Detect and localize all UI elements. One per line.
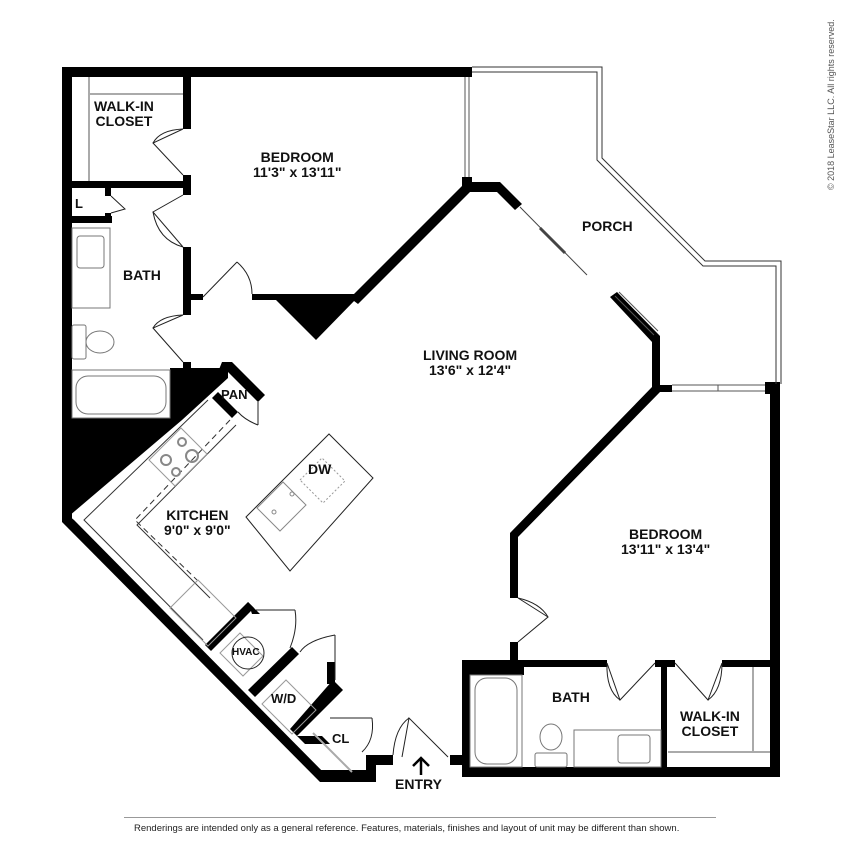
refrigerator: [169, 579, 237, 647]
wall-bed1-wedge: [274, 298, 357, 340]
wall-porch-stub: [462, 182, 522, 210]
washer-dryer-label: W/D: [271, 691, 297, 706]
wall-wd-east-post: [327, 662, 335, 684]
wall-block-left: [62, 368, 228, 522]
stove: [148, 427, 208, 487]
room-dimensions: 13'6" x 12'4": [428, 362, 512, 379]
wall-wd-east: [290, 680, 343, 736]
wall-diagonal-sw: [62, 510, 333, 782]
room-dimensions: 9'0" x 9'0": [164, 522, 231, 539]
room-name: BEDROOM: [260, 149, 334, 165]
wall-pantry: [218, 362, 265, 402]
room-linen: L: [75, 196, 83, 211]
windows: [464, 77, 765, 392]
wall-walkin2-top: [722, 660, 772, 667]
room-living: LIVING ROOM 13'6" x 12'4": [423, 347, 518, 379]
wall-linen-east-b: [105, 213, 111, 223]
bath2-toilet-tank: [534, 752, 568, 768]
entry-arrow-icon: [412, 756, 430, 775]
kitchen-counter-outer: [83, 399, 209, 641]
wall-entry-right-stub: [450, 755, 465, 765]
wall-bed1-west-low: [183, 247, 191, 315]
room-bedroom-2: BEDROOM 13'11" x 13'4": [621, 526, 711, 558]
room-name: KITCHEN: [166, 507, 229, 523]
room-name: BEDROOM: [629, 526, 703, 542]
wall-hvac-wd-divider: [248, 647, 299, 697]
walls: [62, 67, 780, 782]
wall-bath2-walkin-divider: [661, 660, 667, 770]
bath1-tub: [71, 369, 171, 419]
wall-bath2-corner-block: [462, 660, 524, 675]
room-name: LIVING ROOM: [423, 347, 518, 363]
kitchen-sink: [256, 481, 307, 532]
wall-bed2-diagonal: [510, 387, 660, 598]
copyright: © 2018 LeaseStar LLC. All rights reserve…: [826, 10, 838, 190]
wall-living-east-stub: [610, 292, 672, 392]
hvac-label: HVAC: [232, 647, 260, 658]
wall-bath1-west-low: [183, 362, 191, 372]
room-bedroom-1: BEDROOM 11'3" x 13'11": [253, 149, 342, 181]
bath2-sink: [617, 734, 651, 764]
room-kitchen: KITCHEN 9'0" x 9'0": [164, 507, 231, 539]
wall-linen-bottom: [72, 216, 112, 223]
wall-bed2-east: [770, 383, 780, 776]
washer-dryer: [261, 679, 317, 735]
closet-label: CL: [332, 731, 350, 746]
wall-bed2-west-low: [510, 642, 518, 666]
wall-bath2-top-a: [462, 660, 607, 667]
doors: [110, 128, 723, 758]
dishwasher-outline: [299, 457, 346, 504]
room-name: PORCH: [582, 218, 633, 234]
wall-left: [62, 67, 72, 522]
room-bath-1: BATH: [123, 267, 161, 283]
wall-pantry-front: [212, 392, 238, 418]
room-name: BATH: [123, 267, 161, 283]
wall-walkin1-bottom: [72, 181, 188, 188]
room-walkin-closet-1: WALK-IN CLOSET: [94, 98, 154, 130]
porch-outline: [472, 66, 782, 384]
hvac-unit: [231, 636, 265, 670]
room-name: WALK-IN: [94, 98, 154, 114]
room-walkin-closet-2: WALK-IN CLOSET: [680, 708, 740, 740]
wall-top: [62, 67, 472, 77]
bath2-vanity: [573, 729, 662, 768]
room-dimensions: 13'11" x 13'4": [621, 541, 711, 558]
fixtures: [71, 77, 770, 773]
room-dimensions: 11'3" x 13'11": [253, 164, 342, 181]
wall-bed1-west-top: [183, 77, 191, 129]
room-name-line2: CLOSET: [95, 113, 153, 130]
wall-linen-east-a: [105, 188, 111, 196]
footer-divider: [124, 817, 716, 818]
bath1-toilet-bowl: [85, 330, 115, 354]
entry-label: ENTRY: [395, 776, 442, 792]
room-bath-2: BATH: [552, 689, 590, 705]
room-pantry: PAN: [221, 387, 248, 402]
wall-cl-south: [297, 736, 330, 744]
wall-bath2-west: [462, 660, 470, 777]
wall-bed1-bottom-b: [252, 294, 357, 300]
wall-bed2-corner: [765, 382, 780, 394]
disclaimer-text: Renderings are intended only as a genera…: [134, 823, 680, 834]
bath2-tub: [469, 674, 523, 768]
bath1-vanity: [71, 227, 111, 309]
wall-top-right-stub: [462, 67, 472, 77]
room-name: BATH: [552, 689, 590, 705]
room-porch: PORCH: [582, 218, 633, 234]
dishwasher-label: DW: [308, 461, 332, 477]
copyright-text: © 2018 LeaseStar LLC. All rights reserve…: [826, 19, 836, 190]
room-name: WALK-IN: [680, 708, 740, 724]
room-name-line2: CLOSET: [681, 723, 739, 740]
wall-hvac-east: [248, 602, 260, 614]
wall-hvac-north: [205, 602, 254, 651]
bath1-sink: [76, 235, 105, 269]
bath2-toilet-bowl: [539, 723, 563, 751]
wall-bottom-right: [462, 767, 780, 777]
wall-entry-left: [320, 755, 393, 782]
wall-bed1-diagonal: [350, 186, 470, 304]
bath1-toilet-tank: [71, 324, 87, 360]
kitchen-island: [245, 433, 374, 572]
wall-bed1-bottom-a: [191, 294, 203, 300]
